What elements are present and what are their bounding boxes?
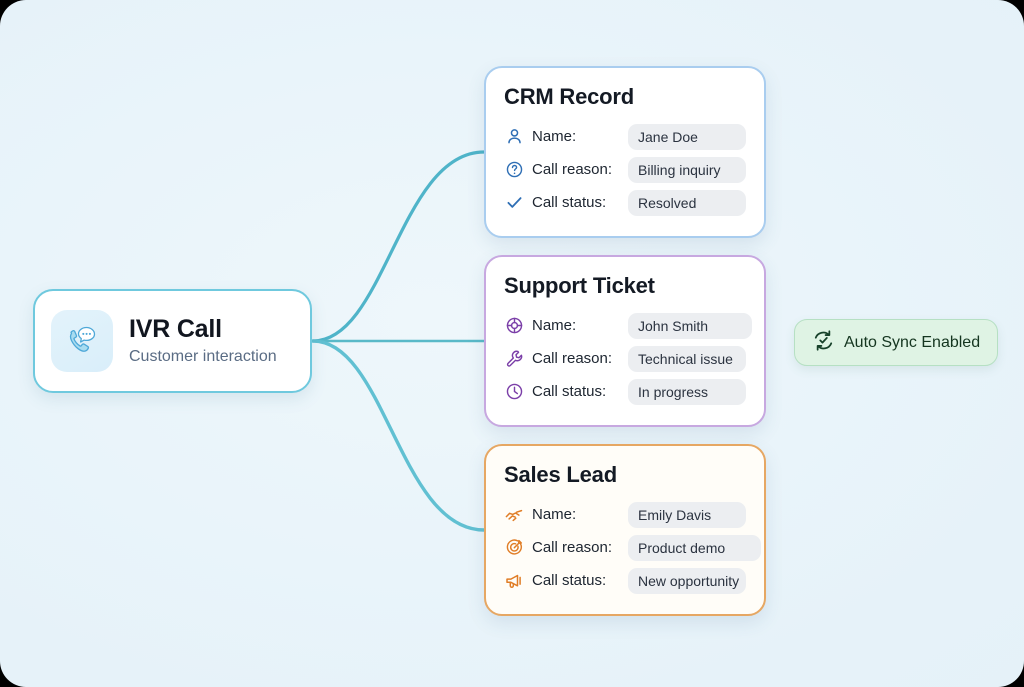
row-value: Product demo bbox=[628, 534, 761, 561]
card-row: Call status: New opportunity bbox=[504, 564, 746, 597]
megaphone-icon bbox=[504, 571, 524, 591]
auto-sync-label: Auto Sync Enabled bbox=[844, 333, 981, 351]
card-row: Name: Jane Doe bbox=[504, 120, 746, 153]
phone-chat-icon bbox=[51, 310, 113, 372]
card-sales-lead[interactable]: Sales Lead Name: Emily Davis bbox=[484, 444, 766, 616]
row-label: Name: bbox=[532, 506, 577, 523]
row-value: New opportunity bbox=[628, 567, 746, 594]
row-value: John Smith bbox=[628, 312, 752, 339]
row-label: Call reason: bbox=[532, 350, 613, 367]
row-value: Jane Doe bbox=[628, 123, 746, 150]
question-mark-icon bbox=[504, 160, 524, 180]
card-row: Call status: Resolved bbox=[504, 186, 746, 219]
card-row: Name: John Smith bbox=[504, 309, 752, 342]
card-support-ticket[interactable]: Support Ticket Name: John Smith Call rea… bbox=[484, 255, 766, 427]
row-label: Call reason: bbox=[532, 539, 613, 556]
row-value: Resolved bbox=[628, 189, 746, 216]
card-row: Call reason: Technical issue bbox=[504, 342, 746, 375]
row-value: Billing inquiry bbox=[628, 156, 746, 183]
row-label: Name: bbox=[532, 317, 577, 334]
source-node-text: IVR Call Customer interaction bbox=[129, 316, 277, 366]
wrench-icon bbox=[504, 349, 524, 369]
row-value: In progress bbox=[628, 378, 746, 405]
handshake-icon bbox=[504, 505, 524, 525]
life-buoy-icon bbox=[504, 316, 524, 336]
auto-sync-badge[interactable]: Auto Sync Enabled bbox=[794, 319, 999, 366]
card-title: CRM Record bbox=[504, 84, 635, 109]
card-row: Call reason: Product demo bbox=[504, 531, 761, 564]
card-row: Call reason: Billing inquiry bbox=[504, 153, 746, 186]
clock-icon bbox=[504, 382, 524, 402]
user-icon bbox=[504, 127, 524, 147]
row-value: Technical issue bbox=[628, 345, 746, 372]
card-row: Name: Emily Davis bbox=[504, 498, 746, 531]
source-node-subtitle: Customer interaction bbox=[129, 347, 277, 365]
row-value: Emily Davis bbox=[628, 501, 746, 528]
row-label: Call status: bbox=[532, 194, 607, 211]
card-title: Sales Lead bbox=[504, 462, 617, 487]
row-label: Call reason: bbox=[532, 161, 613, 178]
connector-to-sales bbox=[311, 339, 486, 532]
check-icon bbox=[504, 193, 524, 213]
row-label: Name: bbox=[532, 128, 577, 145]
source-node-title: IVR Call bbox=[129, 315, 222, 344]
source-node-ivr-call[interactable]: IVR Call Customer interaction bbox=[33, 289, 312, 393]
card-crm-record[interactable]: CRM Record Name: Jane Doe Call reason: B bbox=[484, 66, 766, 238]
sync-check-icon bbox=[812, 329, 835, 357]
card-row: Call status: In progress bbox=[504, 375, 746, 408]
connector-to-crm bbox=[311, 150, 486, 343]
card-title: Support Ticket bbox=[504, 273, 655, 298]
row-label: Call status: bbox=[532, 383, 607, 400]
target-icon bbox=[504, 538, 524, 558]
row-label: Call status: bbox=[532, 572, 607, 589]
